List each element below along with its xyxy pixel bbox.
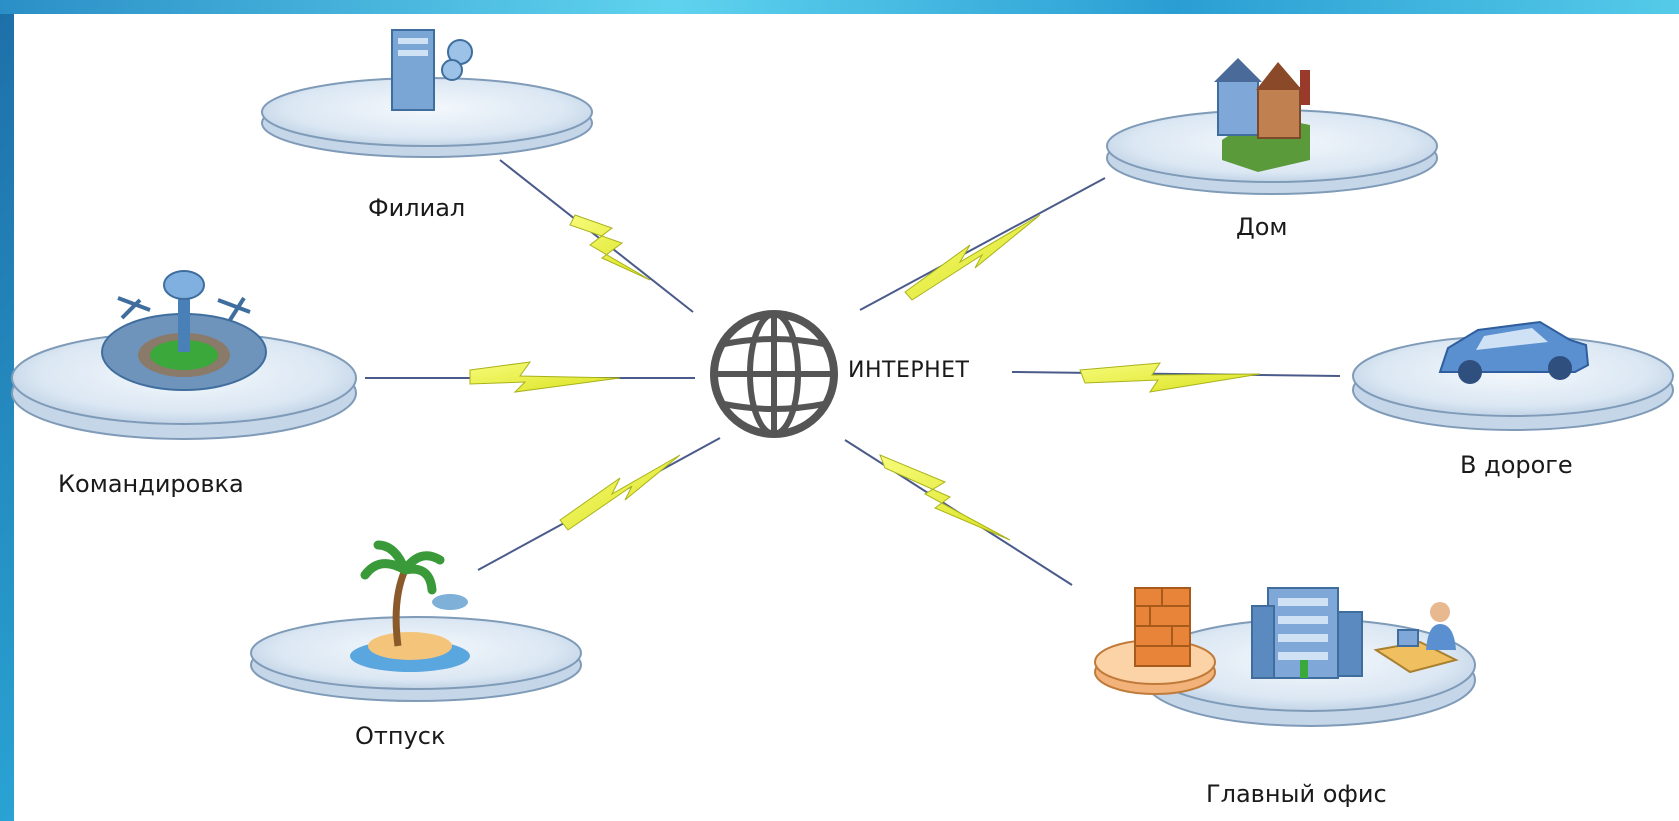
person-at-desk-icon <box>1373 602 1459 674</box>
globe-icon <box>710 310 838 438</box>
link-home <box>859 177 1106 311</box>
lightning-icon <box>569 214 651 281</box>
top-decor-strip <box>0 0 1679 14</box>
node-label-trip: Командировка <box>58 470 244 498</box>
node-label-road: В дороге <box>1460 451 1573 479</box>
office-building-icon <box>1251 587 1363 679</box>
lightning-icon <box>1079 362 1261 393</box>
platform-road <box>1352 335 1674 431</box>
lightning-icon <box>904 214 1041 301</box>
link-branch <box>499 159 694 313</box>
car-icon <box>1438 320 1590 384</box>
link-road <box>1011 362 1341 393</box>
platform-branch <box>261 77 593 158</box>
node-label-branch: Филиал <box>368 194 466 222</box>
airport-icon <box>101 270 267 391</box>
lightning-icon <box>469 361 621 393</box>
link-vacation <box>477 437 721 571</box>
lightning-icon <box>559 454 681 531</box>
link-trip <box>365 361 695 393</box>
platform-trip <box>11 331 357 440</box>
firewall-icon <box>1134 587 1191 667</box>
server-icon <box>391 29 473 111</box>
house-icon <box>1214 58 1310 172</box>
island-icon <box>350 540 470 672</box>
lightning-icon <box>879 454 1011 541</box>
node-label-hq: Главный офис <box>1206 780 1387 808</box>
node-label-home: Дом <box>1236 213 1288 241</box>
node-label-vacation: Отпуск <box>355 722 446 750</box>
link-hq <box>844 439 1073 586</box>
hub-label: ИНТЕРНЕТ <box>846 358 972 383</box>
